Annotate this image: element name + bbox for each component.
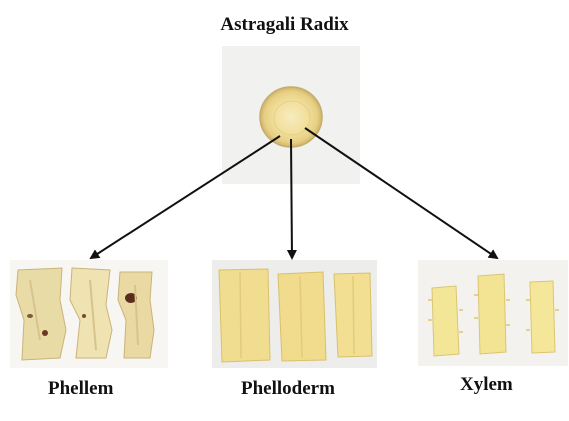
- arrow-icon: [91, 136, 280, 258]
- arrow-icon: [305, 128, 497, 258]
- phellem-strips: [16, 268, 154, 360]
- label-phellem: Phellem: [48, 378, 113, 400]
- root-slice: [260, 87, 322, 147]
- xylem-strips: [428, 274, 559, 356]
- arrow-icon: [291, 139, 292, 258]
- label-phelloderm: Phelloderm: [241, 378, 335, 400]
- phelloderm-strips: [219, 269, 372, 362]
- label-xylem: Xylem: [460, 374, 513, 396]
